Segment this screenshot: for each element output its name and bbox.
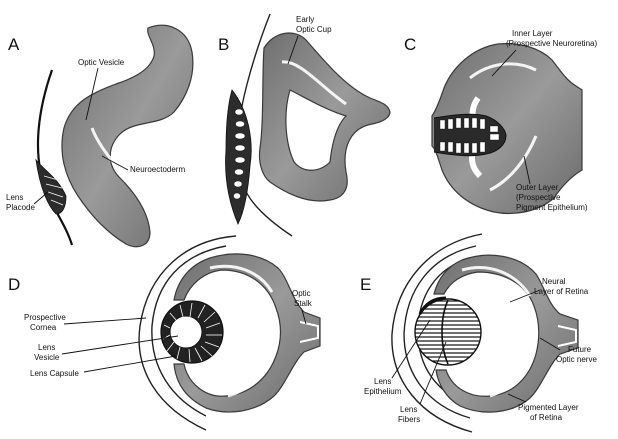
- label-lens-epithelium-line2: Epithelium: [364, 387, 402, 396]
- label-pigmented-layer-line1: Pigmented Layer: [518, 403, 579, 412]
- label-prospective-cornea-line2: Cornea: [30, 323, 57, 332]
- panel-c-letter: C: [404, 35, 416, 54]
- label-lens-vesicle-line2: Vesicle: [34, 353, 60, 362]
- label-future-optic-nerve-line1: Future: [568, 345, 592, 354]
- lens-placode: [36, 160, 66, 214]
- label-lens-placode-line2: Placode: [6, 203, 35, 212]
- label-inner-layer-line2: (Prospective Neuroretina): [506, 39, 597, 48]
- label-early-optic-cup-line2: Optic Cup: [296, 25, 332, 34]
- panel-a: A Optic Vesicle Neuroectoderm Lens Placo…: [6, 25, 193, 246]
- label-outer-layer-line2: (Prospective: [516, 193, 561, 202]
- label-outer-layer-line3: Pigment Epithelium): [516, 203, 588, 212]
- label-neural-layer-line2: Layer of Retina: [534, 287, 589, 296]
- label-optic-stalk-line1: Optic: [292, 289, 311, 298]
- label-optic-vesicle: Optic Vesicle: [78, 58, 125, 67]
- panel-d-letter: D: [8, 275, 20, 294]
- lens-vesicle-lumen: [170, 316, 202, 348]
- early-optic-cup-shape: [259, 33, 390, 201]
- label-future-optic-nerve-line2: Optic nerve: [556, 355, 597, 364]
- panel-d: D Optic Stalk Prospective Cornea Lens Ve…: [8, 236, 320, 430]
- label-lens-epithelium-line1: Lens: [374, 377, 391, 386]
- panel-c: C Inner Layer (Prospective Neuroretina) …: [404, 29, 597, 213]
- label-neural-layer-line1: Neural: [542, 277, 566, 286]
- panel-e: E Neural Layer of Retina Future Optic ne…: [360, 234, 597, 432]
- label-inner-layer-line1: Inner Layer: [512, 29, 553, 38]
- label-lens-fibers-line1: Lens: [400, 405, 417, 414]
- label-optic-stalk-line2: Stalk: [294, 299, 313, 308]
- label-outer-layer-line1: Outer Layer: [516, 183, 559, 192]
- label-lens-vesicle-line1: Lens: [38, 343, 55, 352]
- label-lens-capsule: Lens Capsule: [30, 369, 79, 378]
- panel-b-letter: B: [218, 35, 229, 54]
- label-lens-placode-line1: Lens: [6, 193, 23, 202]
- panel-a-letter: A: [8, 35, 20, 54]
- label-neuroectoderm: Neuroectoderm: [130, 165, 185, 174]
- panel-b: B Early Optic Cup: [218, 14, 390, 236]
- label-pigmented-layer-line2: of Retina: [530, 413, 563, 422]
- label-prospective-cornea-line1: Prospective: [24, 313, 66, 322]
- panel-e-letter: E: [360, 275, 371, 294]
- label-lens-fibers-line2: Fibers: [398, 415, 420, 424]
- label-early-optic-cup-line1: Early: [296, 15, 314, 24]
